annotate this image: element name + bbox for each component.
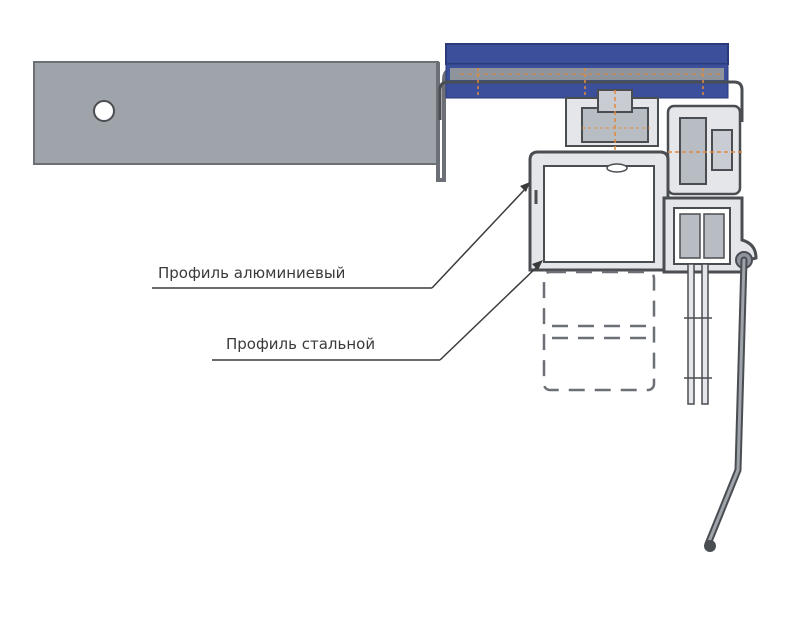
blue-plate — [438, 43, 744, 122]
right-clamp — [666, 104, 742, 196]
hanging-rod — [704, 251, 753, 552]
label-steel-profile: Профиль стальной — [226, 335, 375, 353]
lower-right-bracket — [662, 196, 758, 405]
gray-bracket — [33, 61, 460, 182]
leader-steel — [212, 260, 543, 361]
aluminum-profile — [528, 150, 670, 272]
bracket-hole — [93, 100, 115, 122]
steel-profile-dashed — [542, 270, 656, 392]
label-aluminum-profile: Профиль алюминиевый — [158, 264, 345, 282]
leader-aluminum — [152, 182, 530, 289]
center-fastener — [565, 89, 659, 170]
